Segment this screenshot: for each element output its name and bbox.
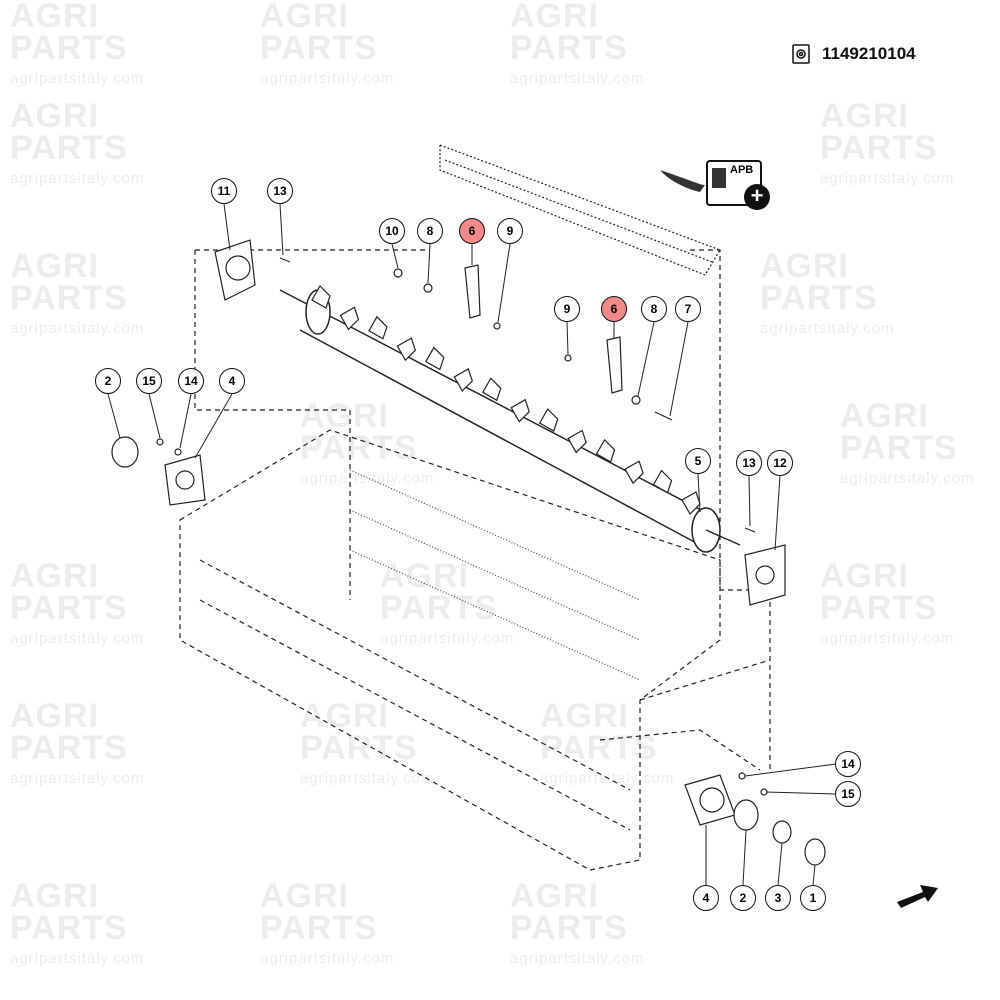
plus-icon: + <box>744 184 770 210</box>
navigation-arrow-icon[interactable] <box>895 880 940 915</box>
document-image-icon <box>712 168 726 188</box>
right-bearing-flange <box>684 544 826 866</box>
rotor-blade <box>339 306 360 331</box>
rotor-blade <box>681 491 701 515</box>
callout-part-2[interactable]: 2 <box>730 885 756 911</box>
callout-part-8[interactable]: 8 <box>417 218 443 244</box>
rotor-blade <box>538 408 559 432</box>
callout-part-13[interactable]: 13 <box>736 450 762 476</box>
rotor-blade <box>510 398 530 423</box>
rotor-blade <box>481 377 502 402</box>
gear-document-icon <box>792 44 810 64</box>
rotor-blade <box>425 346 445 371</box>
callout-part-14[interactable]: 14 <box>835 751 861 777</box>
callout-part-12[interactable]: 12 <box>767 450 793 476</box>
apb-label: APB <box>730 164 754 176</box>
callout-part-15[interactable]: 15 <box>136 368 162 394</box>
rotor-blade <box>567 429 587 454</box>
callout-part-4[interactable]: 4 <box>693 885 719 911</box>
rotor-fins <box>349 469 641 681</box>
callout-part-8[interactable]: 8 <box>641 296 667 322</box>
callout-part-13[interactable]: 13 <box>267 178 293 204</box>
callout-part-9[interactable]: 9 <box>554 296 580 322</box>
grate-assembly <box>439 144 721 276</box>
rotor-blade <box>624 460 644 485</box>
rotor-blade <box>368 315 388 340</box>
callout-part-15[interactable]: 15 <box>835 781 861 807</box>
rotor-blade <box>311 285 331 309</box>
callout-part-3[interactable]: 3 <box>765 885 791 911</box>
rotor-blade <box>595 438 616 463</box>
callout-part-4[interactable]: 4 <box>219 368 245 394</box>
rotor-blade <box>652 469 673 494</box>
rotor-blades <box>311 285 701 515</box>
left-bearing-flange <box>111 239 256 506</box>
callout-part-5[interactable]: 5 <box>685 448 711 474</box>
callout-part-2[interactable]: 2 <box>95 368 121 394</box>
frame-outline <box>179 249 771 871</box>
part-number-header: 1149210104 <box>790 43 916 65</box>
part-number: 1149210104 <box>822 44 916 63</box>
callout-part-7[interactable]: 7 <box>675 296 701 322</box>
callout-part-6[interactable]: 6 <box>459 218 485 244</box>
direction-arrow <box>660 170 705 192</box>
knife-parts <box>156 257 768 796</box>
callout-part-11[interactable]: 11 <box>211 178 237 204</box>
callout-part-10[interactable]: 10 <box>379 218 405 244</box>
leader-lines <box>107 203 837 886</box>
apb-add-button[interactable]: APB + <box>706 160 770 210</box>
callout-part-6[interactable]: 6 <box>601 296 627 322</box>
callout-part-9[interactable]: 9 <box>497 218 523 244</box>
callout-part-1[interactable]: 1 <box>800 885 826 911</box>
callout-part-14[interactable]: 14 <box>178 368 204 394</box>
rotor-blade <box>453 368 473 392</box>
rotor-blade <box>396 337 417 362</box>
